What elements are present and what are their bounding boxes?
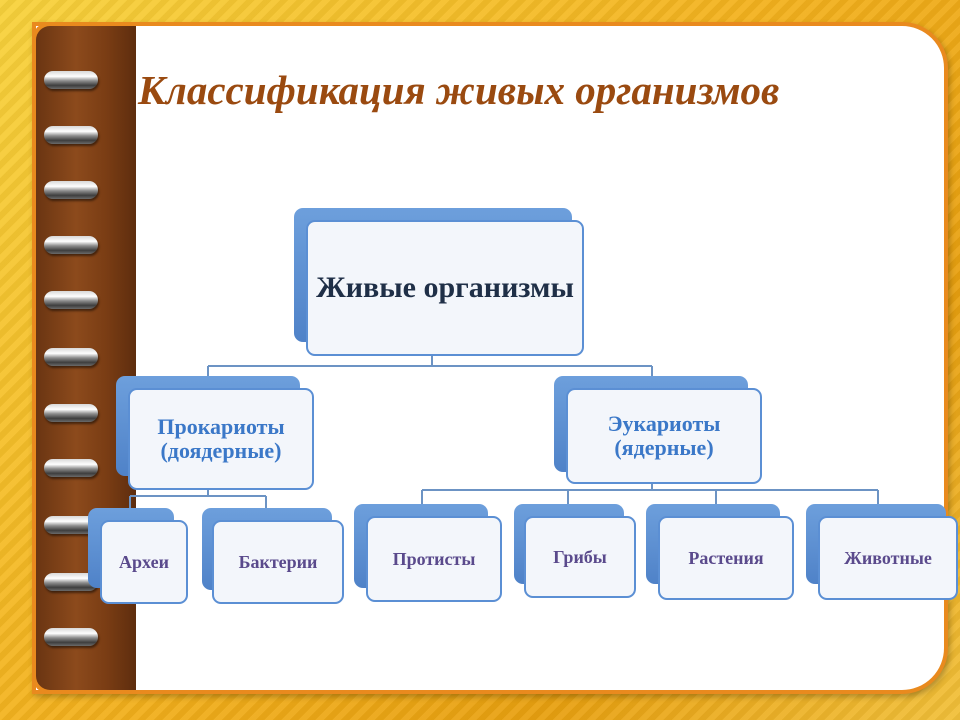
node-label: Растения — [658, 516, 794, 600]
binder-ring — [44, 236, 98, 254]
binder-ring — [44, 573, 98, 591]
node-label: Прокариоты (доядерные) — [128, 388, 314, 490]
binder-ring — [44, 348, 98, 366]
node-label: Живые организмы — [306, 220, 584, 356]
binder-ring — [44, 404, 98, 422]
node-label: Эукариоты (ядерные) — [566, 388, 762, 484]
binder-ring — [44, 459, 98, 477]
node-label: Протисты — [366, 516, 502, 602]
node-label: Животные — [818, 516, 958, 600]
node-label: Археи — [100, 520, 188, 604]
slide-title: Классификация живых организмов — [138, 67, 780, 113]
binder-ring — [44, 126, 98, 144]
binder-ring — [44, 71, 98, 89]
binder-ring — [44, 516, 98, 534]
binder-ring — [44, 181, 98, 199]
node-label: Грибы — [524, 516, 636, 598]
binder-ring — [44, 291, 98, 309]
binder-ring — [44, 628, 98, 646]
node-label: Бактерии — [212, 520, 344, 604]
